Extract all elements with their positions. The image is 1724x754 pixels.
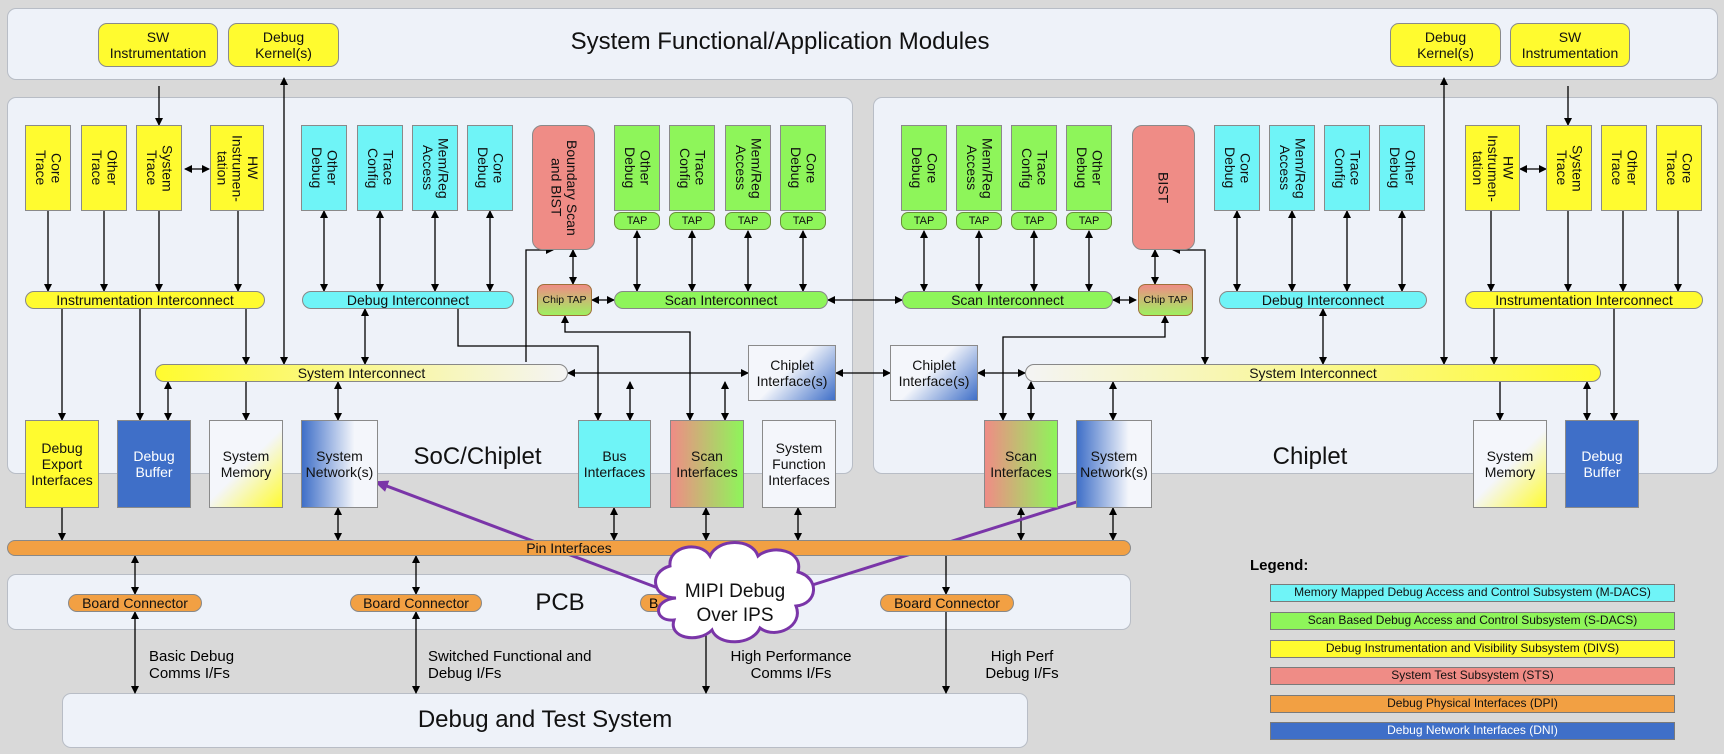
left-tap-2: TAP: [669, 212, 715, 230]
right-system-trace: System Trace: [1546, 125, 1592, 211]
left-chiplet-interfaces: Chiplet Interface(s): [748, 345, 836, 401]
right-system-networks: System Network(s): [1076, 420, 1152, 508]
left-tap-1: TAP: [614, 212, 660, 230]
right-chiplet-title: Chiplet: [1272, 443, 1348, 471]
left-sw-instrumentation: SW Instrumentation: [98, 23, 218, 67]
board-connector-2: Board Connector: [350, 594, 482, 612]
legend-item-dni: Debug Network Interfaces (DNI): [1270, 722, 1675, 740]
right-tap-4: TAP: [1066, 212, 1112, 230]
right-debug-buffer: Debug Buffer: [1565, 420, 1639, 508]
right-system-interconnect: System Interconnect: [1025, 364, 1601, 382]
right-debug-kernels: Debug Kernel(s): [1390, 23, 1501, 67]
right-debug-interconnect: Debug Interconnect: [1219, 291, 1427, 309]
debug-test-system-panel: [62, 693, 1028, 748]
basic-debug-comms-label: Basic Debug Comms I/Fs: [149, 648, 235, 682]
right-tap-2: TAP: [956, 212, 1002, 230]
right-mm-other-debug: Other Debug: [1379, 125, 1425, 211]
right-mm-mem-reg-access: Mem/Reg Access: [1269, 125, 1315, 211]
left-debug-interconnect: Debug Interconnect: [302, 291, 514, 309]
legend-item-sdacs: Scan Based Debug Access and Control Subs…: [1270, 612, 1675, 630]
left-other-trace: Other Trace: [81, 125, 127, 211]
legend-item-divs: Debug Instrumentation and Visibility Sub…: [1270, 640, 1675, 658]
right-tap-1: TAP: [901, 212, 947, 230]
right-mm-trace-config: Trace Config: [1324, 125, 1370, 211]
right-hw-instrumentation: HW Instrumen- tation: [1465, 125, 1520, 211]
right-other-debug: Other Debug: [1066, 125, 1112, 211]
right-bist: BIST: [1132, 125, 1195, 250]
legend-item-mdacs: Memory Mapped Debug Access and Control S…: [1270, 584, 1675, 602]
right-mm-core-debug: Core Debug: [1214, 125, 1260, 211]
high-perf-debug-label: High Perf Debug I/Fs: [985, 648, 1059, 682]
board-connector-1: Board Connector: [68, 594, 202, 612]
pin-interfaces-bar: Pin Interfaces: [7, 540, 1131, 556]
left-other-debug: Other Debug: [301, 125, 347, 211]
legend-item-sts: System Test Subsystem (STS): [1270, 667, 1675, 685]
switched-functional-label: Switched Functional and Debug I/Fs: [428, 648, 592, 682]
legend-title: Legend:: [1250, 557, 1309, 574]
left-debug-buffer: Debug Buffer: [117, 420, 191, 508]
left-core-trace: Core Trace: [25, 125, 71, 211]
mipi-debug-callout: MIPI Debug Over IPS: [684, 581, 786, 626]
left-scan-trace-config: Trace Config: [669, 125, 715, 211]
left-core-debug: Core Debug: [467, 125, 513, 211]
debug-test-system-title: Debug and Test System: [417, 706, 673, 734]
left-system-networks: System Network(s): [301, 420, 378, 508]
left-tap-4: TAP: [780, 212, 826, 230]
right-system-memory: System Memory: [1473, 420, 1547, 508]
left-trace-config: Trace Config: [357, 125, 403, 211]
left-instrumentation-interconnect: Instrumentation Interconnect: [25, 291, 265, 309]
left-boundary-scan-bist: Boundary Scan and BIST: [532, 125, 595, 250]
left-soc-chiplet-title: SoC/Chiplet: [413, 443, 542, 471]
left-scan-interconnect: Scan Interconnect: [614, 291, 828, 309]
left-scan-other-debug: Other Debug: [614, 125, 660, 211]
right-instrumentation-interconnect: Instrumentation Interconnect: [1465, 291, 1703, 309]
right-scan-interfaces: Scan Interfaces: [984, 420, 1058, 508]
left-bus-interfaces: Bus Interfaces: [578, 420, 651, 508]
left-hw-instrumentation: HW Instrumen- tation: [210, 125, 264, 211]
right-other-trace: Other Trace: [1601, 125, 1647, 211]
left-debug-kernels: Debug Kernel(s): [228, 23, 339, 67]
left-tap-3: TAP: [725, 212, 771, 230]
left-scan-mem-reg-access: Mem/Reg Access: [725, 125, 771, 211]
left-debug-export-interfaces: Debug Export Interfaces: [25, 420, 99, 508]
left-system-interconnect: System Interconnect: [155, 364, 568, 382]
system-modules-title: System Functional/Application Modules: [570, 28, 990, 56]
left-scan-interfaces: Scan Interfaces: [670, 420, 744, 508]
right-trace-config: Trace Config: [1011, 125, 1057, 211]
board-connector-4: Board Connector: [880, 594, 1014, 612]
right-mem-reg-access: Mem/Reg Access: [956, 125, 1002, 211]
left-scan-core-debug: Core Debug: [780, 125, 826, 211]
high-performance-comms-label: High Performance Comms I/Fs: [730, 648, 852, 682]
left-system-function-interfaces: System Function Interfaces: [762, 420, 836, 508]
right-core-debug: Core Debug: [901, 125, 947, 211]
left-mem-reg-access: Mem/Reg Access: [412, 125, 458, 211]
right-scan-interconnect: Scan Interconnect: [902, 291, 1113, 309]
left-system-trace: System Trace: [136, 125, 182, 211]
pcb-title: PCB: [535, 589, 585, 617]
left-system-memory: System Memory: [209, 420, 283, 508]
right-tap-3: TAP: [1011, 212, 1057, 230]
left-chip-tap: Chip TAP: [537, 284, 592, 316]
right-chiplet-interfaces: Chiplet Interface(s): [890, 345, 978, 401]
right-sw-instrumentation: SW Instrumentation: [1510, 23, 1630, 67]
legend-item-dpi: Debug Physical Interfaces (DPI): [1270, 695, 1675, 713]
right-chip-tap: Chip TAP: [1138, 284, 1193, 316]
right-core-trace: Core Trace: [1656, 125, 1702, 211]
